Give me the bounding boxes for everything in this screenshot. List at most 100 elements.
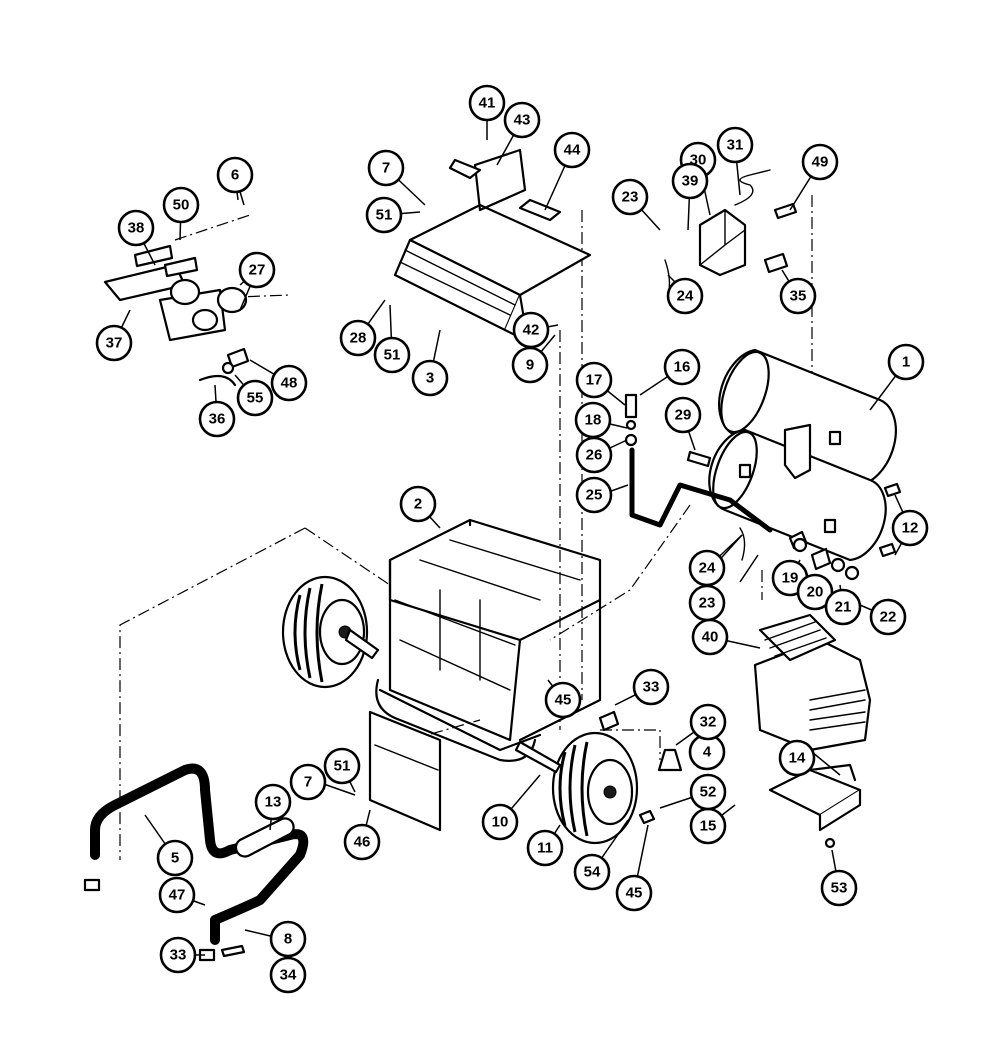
callout-43[interactable]: 43 [503, 101, 541, 139]
callout-3[interactable]: 3 [411, 359, 449, 397]
callout-45-bottom[interactable]: 45 [615, 874, 653, 912]
callout-52[interactable]: 52 [689, 773, 727, 811]
callout-11[interactable]: 11 [526, 829, 564, 867]
callout-36[interactable]: 36 [198, 400, 236, 438]
svg-text:13: 13 [265, 794, 282, 811]
svg-text:23: 23 [622, 189, 639, 206]
svg-text:1: 1 [902, 354, 910, 371]
svg-text:33: 33 [643, 679, 660, 696]
callout-6[interactable]: 6 [216, 156, 254, 194]
callout-45-top[interactable]: 45 [544, 681, 582, 719]
callout-25[interactable]: 25 [575, 476, 613, 514]
svg-text:24: 24 [699, 560, 716, 577]
callout-40[interactable]: 40 [691, 618, 729, 656]
callout-22[interactable]: 22 [869, 598, 907, 636]
callout-35[interactable]: 35 [779, 277, 817, 315]
svg-text:50: 50 [173, 197, 190, 214]
svg-text:12: 12 [902, 520, 919, 537]
svg-text:21: 21 [835, 599, 852, 616]
callout-41[interactable]: 41 [468, 84, 506, 122]
callout-51-mid[interactable]: 51 [373, 336, 411, 374]
callout-27[interactable]: 27 [238, 251, 276, 289]
callout-7-bottom[interactable]: 7 [289, 763, 327, 801]
callout-15[interactable]: 15 [689, 807, 727, 845]
callout-33-bottom[interactable]: 33 [159, 936, 197, 974]
callout-10[interactable]: 10 [481, 803, 519, 841]
callout-39[interactable]: 39 [671, 162, 709, 200]
callout-16[interactable]: 16 [663, 348, 701, 386]
callout-37[interactable]: 37 [95, 324, 133, 362]
callout-20[interactable]: 20 [796, 573, 834, 611]
callout-32[interactable]: 32 [689, 703, 727, 741]
svg-text:53: 53 [831, 880, 848, 897]
callout-26[interactable]: 26 [575, 436, 613, 474]
callouts: 1 2 3 4 5 6 7 7 8 9 10 11 12 13 14 15 16… [95, 84, 929, 994]
svg-text:35: 35 [790, 288, 807, 305]
callout-5[interactable]: 5 [156, 839, 194, 877]
callout-28[interactable]: 28 [339, 319, 377, 357]
svg-text:54: 54 [584, 864, 601, 881]
callout-34[interactable]: 34 [269, 956, 307, 994]
callout-38[interactable]: 38 [117, 209, 155, 247]
callout-21[interactable]: 21 [824, 588, 862, 626]
svg-text:45: 45 [626, 885, 643, 902]
callout-13[interactable]: 13 [254, 783, 292, 821]
callout-29[interactable]: 29 [664, 396, 702, 434]
callout-18[interactable]: 18 [574, 401, 612, 439]
svg-text:34: 34 [280, 967, 297, 984]
callout-55[interactable]: 55 [236, 379, 274, 417]
air-tanks [708, 348, 902, 562]
callout-31[interactable]: 31 [716, 126, 754, 164]
callout-48[interactable]: 48 [270, 364, 308, 402]
svg-text:3: 3 [426, 370, 434, 387]
callout-47[interactable]: 47 [158, 876, 196, 914]
callout-24-bottom[interactable]: 24 [688, 549, 726, 587]
svg-text:26: 26 [586, 447, 603, 464]
svg-text:17: 17 [586, 372, 603, 389]
svg-text:10: 10 [492, 814, 509, 831]
callout-2[interactable]: 2 [399, 485, 437, 523]
svg-text:7: 7 [382, 160, 390, 177]
svg-text:40: 40 [702, 629, 719, 646]
svg-text:51: 51 [376, 207, 393, 224]
callout-23-bottom[interactable]: 23 [688, 584, 726, 622]
callout-14[interactable]: 14 [778, 739, 816, 777]
svg-text:20: 20 [807, 584, 824, 601]
compressor [753, 613, 872, 752]
svg-text:2: 2 [414, 496, 422, 513]
callout-51-top[interactable]: 51 [365, 196, 403, 234]
cover-plate [368, 710, 442, 832]
callout-24-top[interactable]: 24 [666, 277, 704, 315]
svg-text:28: 28 [350, 330, 367, 347]
callout-33-top[interactable]: 33 [632, 668, 670, 706]
callout-53[interactable]: 53 [820, 869, 858, 907]
svg-text:39: 39 [682, 173, 699, 190]
callout-7-top[interactable]: 7 [367, 149, 405, 187]
svg-text:29: 29 [675, 407, 692, 424]
manifold [103, 244, 248, 342]
svg-text:25: 25 [586, 487, 603, 504]
callout-44[interactable]: 44 [553, 131, 591, 169]
shroud [393, 203, 592, 342]
svg-text:51: 51 [334, 758, 351, 775]
callout-1[interactable]: 1 [887, 343, 925, 381]
callout-12[interactable]: 12 [891, 509, 929, 547]
callout-23-top[interactable]: 23 [611, 178, 649, 216]
svg-text:46: 46 [354, 834, 371, 851]
svg-text:6: 6 [231, 167, 239, 184]
svg-text:16: 16 [674, 359, 691, 376]
svg-text:18: 18 [585, 412, 602, 429]
callout-17[interactable]: 17 [575, 361, 613, 399]
svg-text:32: 32 [700, 714, 717, 731]
callout-8[interactable]: 8 [269, 920, 307, 958]
callout-51-bottom[interactable]: 51 [323, 747, 361, 785]
callout-42[interactable]: 42 [512, 311, 550, 349]
callout-46[interactable]: 46 [343, 823, 381, 861]
callout-49[interactable]: 49 [801, 143, 839, 181]
callout-9[interactable]: 9 [511, 346, 549, 384]
svg-text:8: 8 [284, 931, 292, 948]
callout-54[interactable]: 54 [573, 853, 611, 891]
svg-text:51: 51 [384, 347, 401, 364]
callout-50[interactable]: 50 [162, 186, 200, 224]
svg-text:31: 31 [727, 137, 744, 154]
